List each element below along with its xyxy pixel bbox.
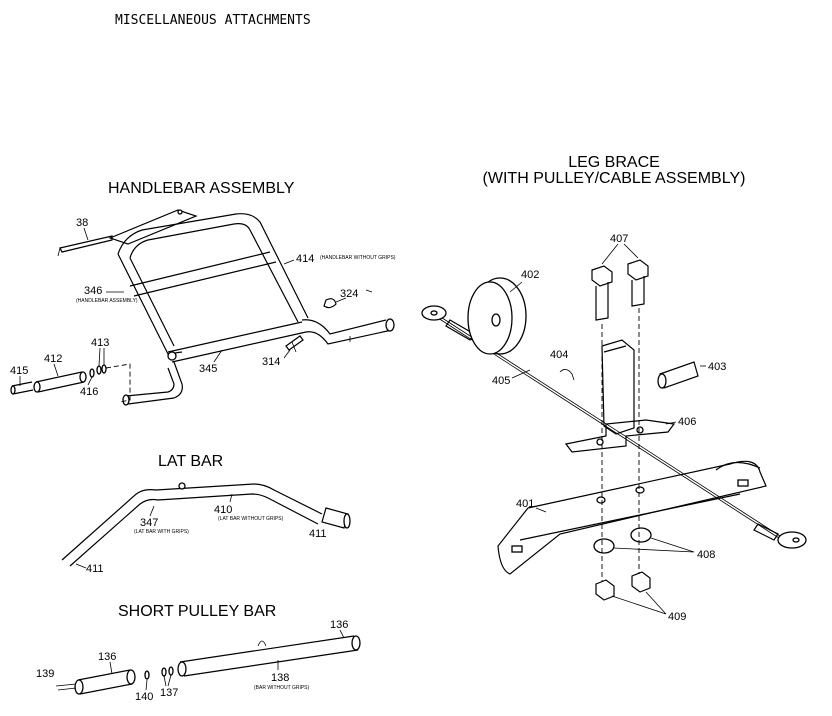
part-324-clip <box>323 289 373 309</box>
part-403-pin <box>657 361 699 389</box>
label-347: 347 <box>140 517 158 529</box>
label-345: 345 <box>199 363 217 375</box>
label-346: 346 <box>84 285 102 297</box>
label-38: 38 <box>76 217 88 229</box>
label-408: 408 <box>697 549 715 561</box>
label-137: 137 <box>160 687 178 699</box>
shortpulley-title: SHORT PULLEY BAR <box>118 603 276 620</box>
note-347: (LAT BAR WITH GRIPS) <box>134 529 189 535</box>
part-412-grip <box>33 371 87 393</box>
label-411-right: 411 <box>309 528 327 540</box>
legbrace-title-line2: (WITH PULLEY/CABLE ASSEMBLY) <box>483 170 746 187</box>
label-416: 416 <box>80 386 98 398</box>
part-139-pin <box>55 683 77 691</box>
label-410: 410 <box>214 504 232 516</box>
part-138-bar <box>177 635 361 677</box>
part-408-washers <box>593 527 652 554</box>
label-411-left: 411 <box>86 563 104 575</box>
label-409: 409 <box>668 611 686 623</box>
part-413-spacers <box>96 364 107 375</box>
label-403: 403 <box>708 361 726 373</box>
part-407-bolts <box>591 259 649 321</box>
label-415: 415 <box>10 365 28 377</box>
part-137-spacers <box>161 666 174 677</box>
lat-bar: LAT BAR 410 (LAT BAR WITHOUT GRIPS) 347 … <box>61 453 351 575</box>
label-407: 407 <box>610 233 628 245</box>
handlebar-assembly: HANDLEBAR ASSEMBLY <box>10 180 396 406</box>
label-314: 314 <box>262 356 280 368</box>
part-414-grip <box>301 318 395 345</box>
note-414: (HANDLEBAR WITHOUT GRIPS) <box>320 255 396 261</box>
label-324: 324 <box>340 288 358 300</box>
part-411-right-grip <box>321 507 351 529</box>
label-414: 414 <box>296 253 314 265</box>
label-136-left: 136 <box>98 651 116 663</box>
part-401-leg-brace <box>497 460 767 575</box>
legbrace-title-line1: LEG BRACE <box>568 154 660 171</box>
part-415-cap <box>10 381 34 395</box>
handlebar-title: HANDLEBAR ASSEMBLY <box>108 180 295 197</box>
note-138: (BAR WITHOUT GRIPS) <box>254 685 310 691</box>
handlebar-bracket <box>108 209 198 245</box>
part-314-bolt <box>285 335 304 353</box>
part-136-grip-left <box>74 669 136 695</box>
label-139: 139 <box>36 668 54 680</box>
latbar-title: LAT BAR <box>158 453 223 470</box>
part-140-washer <box>144 670 150 680</box>
label-412: 412 <box>44 353 62 365</box>
part-404-clip <box>559 369 575 381</box>
label-138: 138 <box>271 672 289 684</box>
label-406: 406 <box>678 416 696 428</box>
leg-brace-assembly: LEG BRACE (WITH PULLEY/CABLE ASSEMBLY) <box>421 154 807 623</box>
label-404: 404 <box>550 349 568 361</box>
label-405: 405 <box>492 375 510 387</box>
page-title: MISCELLANEOUS ATTACHMENTS <box>115 13 311 28</box>
part-402-pulley <box>467 277 527 355</box>
label-401: 401 <box>516 498 534 510</box>
short-pulley-bar: SHORT PULLEY BAR 136 136 139 140 <box>36 603 361 703</box>
label-140: 140 <box>135 691 153 703</box>
part-406-bracket <box>564 339 676 453</box>
note-346: (HANDLEBAR ASSEMBLY) <box>76 298 138 304</box>
part-346-handlebar-frame <box>117 213 309 363</box>
part-38-pin <box>57 235 113 257</box>
label-402: 402 <box>521 269 539 281</box>
part-410-lat-bar <box>61 482 323 567</box>
part-416-washer <box>89 368 95 378</box>
part-409-nuts <box>595 571 651 601</box>
note-410: (LAT BAR WITHOUT GRIPS) <box>218 516 284 522</box>
handlebar-left-leg <box>122 361 183 406</box>
label-136-right: 136 <box>330 619 348 631</box>
label-413: 413 <box>91 337 109 349</box>
